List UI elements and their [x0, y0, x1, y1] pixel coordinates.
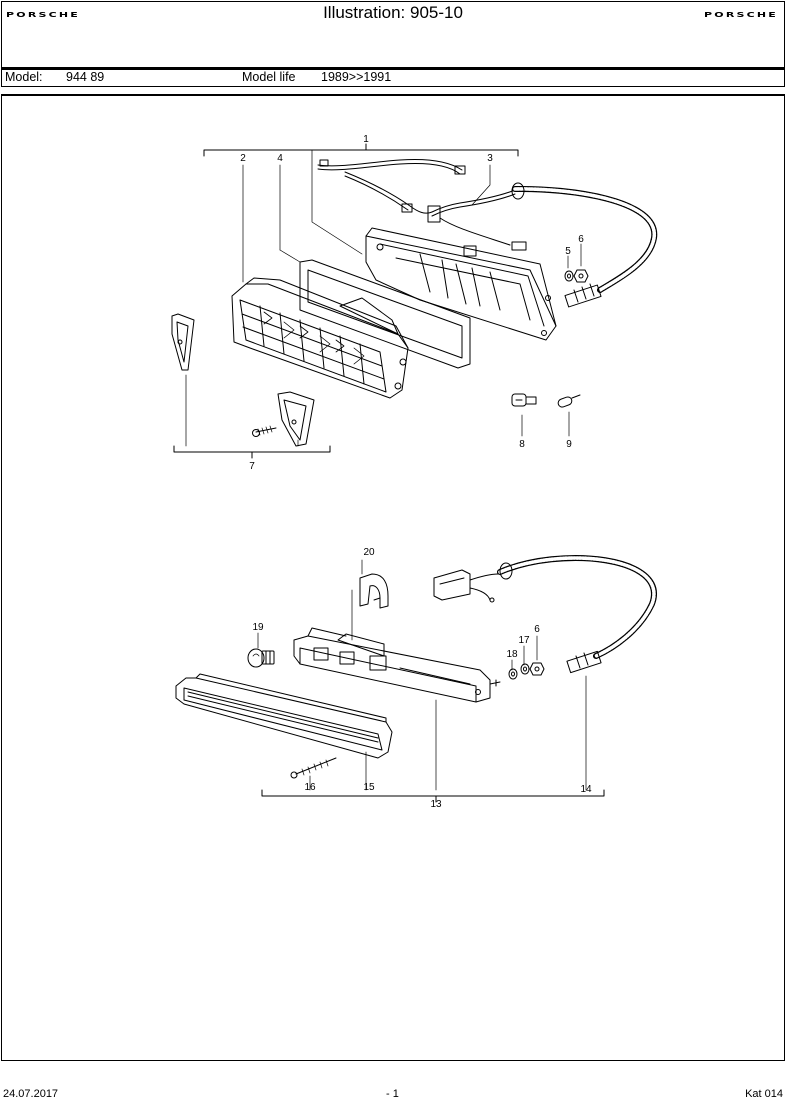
model-label: Model:: [5, 70, 43, 84]
model-life-value: 1989>>1991: [321, 70, 392, 84]
callout-5: 5: [565, 246, 571, 257]
callout-6-lower: 6: [534, 624, 540, 635]
leader-lines-upper: [185, 149, 582, 447]
bulb-item-9: [557, 394, 581, 408]
illustration-area: [1, 94, 785, 1061]
callout-1: 1: [363, 134, 369, 145]
washer-item-18: [508, 668, 518, 680]
callout-18: 18: [506, 649, 518, 660]
side-reflector-left-item-7: [171, 313, 195, 371]
page-header: PORSCHE Illustration: 905-10 PORSCHE: [1, 1, 785, 68]
clip-item-20: [359, 573, 389, 609]
callout-13: 13: [430, 799, 442, 810]
headlight-lens-item-2: [231, 277, 409, 399]
leader-lines-lower: [257, 559, 587, 791]
lamp-lens-item-15: [175, 673, 393, 759]
callout-20: 20: [363, 547, 375, 558]
illustration-title: Illustration: 905-10: [323, 3, 463, 22]
callout-16: 16: [304, 782, 316, 793]
connector-plate: [433, 569, 499, 603]
model-life-label: Model life: [242, 70, 296, 84]
callout-19: 19: [252, 622, 264, 633]
side-reflector-right-item-7: [277, 391, 315, 447]
callout-2: 2: [240, 153, 246, 164]
model-value: 944 89: [66, 70, 105, 84]
footer-date: 24.07.2017: [3, 1088, 59, 1100]
bulb-socket-item-8: [511, 393, 537, 407]
model-bar: Model: 944 89 Model life 1989>>1991: [1, 68, 785, 87]
callout-6: 6: [578, 234, 584, 245]
callout-9: 9: [566, 439, 572, 450]
footer-catalog: Kat 014: [745, 1088, 783, 1100]
callout-15: 15: [363, 782, 375, 793]
footer-page: - 1: [386, 1088, 399, 1100]
nut-item-6b: [529, 662, 545, 676]
porsche-logo-right: PORSCHE: [704, 11, 778, 20]
callout-8: 8: [519, 439, 525, 450]
callout-3: 3: [487, 153, 493, 164]
callout-17: 17: [518, 635, 530, 646]
headlight-housing: [365, 227, 557, 341]
bracket-item-1: [203, 143, 519, 157]
lamp-holder-item-13: [293, 627, 501, 703]
screw-item-7: [252, 425, 277, 437]
washer-item-17: [520, 663, 530, 675]
callout-14: 14: [580, 784, 592, 795]
bulb-item-19: [247, 648, 275, 668]
nut-item-6: [573, 269, 589, 283]
bracket-item-13: [261, 789, 605, 803]
callout-4: 4: [277, 153, 283, 164]
cable-item-14: [497, 555, 657, 674]
washer-item-5: [564, 270, 574, 282]
wiring-harness: [317, 159, 527, 251]
screw-item-16: [290, 757, 337, 779]
bracket-item-7: [173, 445, 331, 459]
cable-item-3: [511, 182, 658, 308]
callout-7: 7: [249, 461, 255, 472]
porsche-logo-left: PORSCHE: [6, 11, 80, 20]
